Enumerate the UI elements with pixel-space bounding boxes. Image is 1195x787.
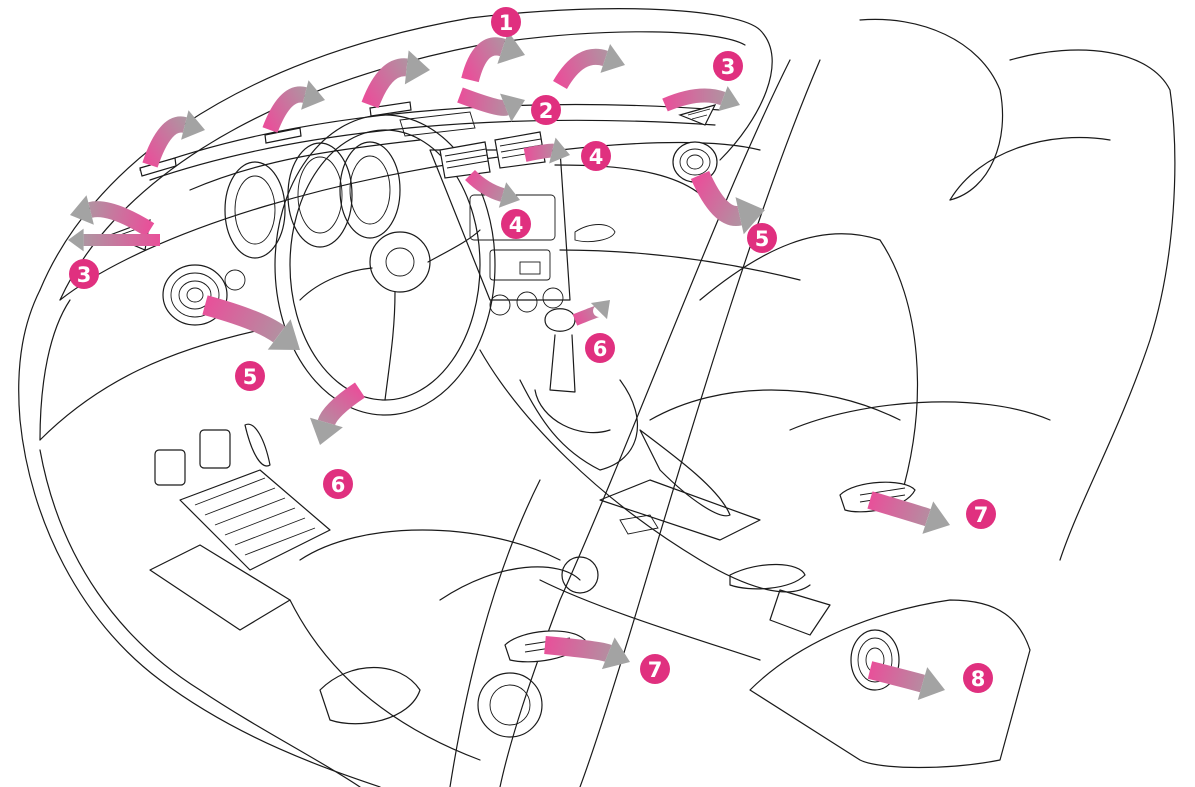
number-marker-circle [501,209,531,239]
airflow-arrow-head [718,86,740,112]
airflow-arrow-head [917,667,945,701]
number-marker-7: 7 [966,499,996,529]
airflow-arrow-shaft [317,382,366,426]
airflow-arrow-head [500,93,525,122]
number-marker-circle [69,259,99,289]
airflow-arrow-shaft [544,636,612,662]
airflow-arrow-shaft [553,48,608,90]
airflow-arrow-shaft [523,143,555,162]
number-marker-circle [963,663,993,693]
handbrake [639,429,731,517]
airflow-arrow-head [70,195,94,225]
dashboard [39,111,801,441]
number-marker-label: 6 [331,473,346,497]
number-marker-5: 5 [747,223,777,253]
number-marker-6: 6 [323,469,353,499]
airflow-arrow-head [549,137,570,164]
number-marker-label: 8 [971,667,986,691]
airflow-arrow-shaft [572,304,605,326]
airflow-arrow-shaft [690,170,742,226]
number-marker-label: 7 [648,658,663,682]
airflow-arrow-head [267,319,300,350]
vent-center-left [439,141,491,179]
number-marker-circle [713,51,743,81]
number-markers: 1 2 3 3 4 4 5 5 6 6 7 7 8 [69,7,996,693]
airflow-arrow-head [601,637,630,670]
number-marker-3: 3 [713,51,743,81]
number-marker-4: 4 [501,209,531,239]
airflow-arrow-head [497,31,525,64]
airflow-arrow-head [922,501,950,534]
airflow-arrow-shaft [461,37,506,83]
airflow-arrow-head [404,50,430,85]
number-marker-label: 5 [755,227,770,251]
airflow-arrow-head [181,110,205,140]
airflow-arrow-shaft [457,87,509,116]
number-marker-label: 6 [593,337,608,361]
number-marker-circle [747,223,777,253]
rear-console [477,556,1031,769]
number-marker-2: 2 [531,95,561,125]
number-marker-6: 6 [585,333,615,363]
number-marker-circle [491,7,521,37]
vent-round-right [672,141,718,183]
airflow-arrow-head [498,182,520,208]
number-marker-7: 7 [640,654,670,684]
airflow-arrow-head [735,197,765,235]
instrument-cluster [224,141,401,259]
air-vents [108,101,916,691]
number-marker-label: 3 [721,55,736,79]
airflow-arrow-head [590,300,610,320]
airflow-arrow-head [309,417,343,445]
airflow-arrow-shaft [465,169,505,202]
airflow-arrows [68,31,950,701]
number-marker-label: 7 [974,503,989,527]
pedals [154,423,271,486]
number-marker-4: 4 [581,141,611,171]
airflow-arrow-shaft [262,86,307,133]
center-console [479,349,831,636]
number-marker-circle [531,95,561,125]
number-marker-label: 4 [589,145,604,169]
number-marker-label: 3 [77,263,92,287]
number-marker-label: 4 [509,213,524,237]
airflow-arrow-head [600,44,625,73]
airflow-arrow-shaft [202,295,286,343]
floor-mat [149,469,331,631]
number-marker-8: 8 [963,663,993,693]
number-marker-circle [640,654,670,684]
airflow-arrow-shaft [361,58,408,109]
airflow-arrow-head [301,80,325,110]
number-marker-label: 2 [539,99,554,123]
front-seats [289,18,1176,761]
airflow-arrow-shaft [88,201,155,237]
airflow-arrow-head [68,228,84,252]
vent-side-right-triangle [678,104,717,126]
steering-wheel [274,114,496,416]
vent-windscreen-slots [139,101,412,177]
number-marker-3: 3 [69,259,99,289]
number-marker-circle [585,333,615,363]
airflow-arrow-shaft [662,88,726,112]
gear-shifter [534,308,611,434]
number-marker-label: 5 [243,365,258,389]
number-marker-1: 1 [491,7,521,37]
number-marker-circle [235,361,265,391]
a-pillar-lines [449,59,821,787]
number-marker-circle [323,469,353,499]
airflow-arrow-shaft [867,491,931,527]
airflow-arrow-shaft [142,116,187,168]
number-marker-5: 5 [235,361,265,391]
number-marker-label: 1 [499,11,514,35]
airflow-arrow-shaft [867,661,925,693]
number-marker-circle [966,499,996,529]
number-marker-circle [581,141,611,171]
